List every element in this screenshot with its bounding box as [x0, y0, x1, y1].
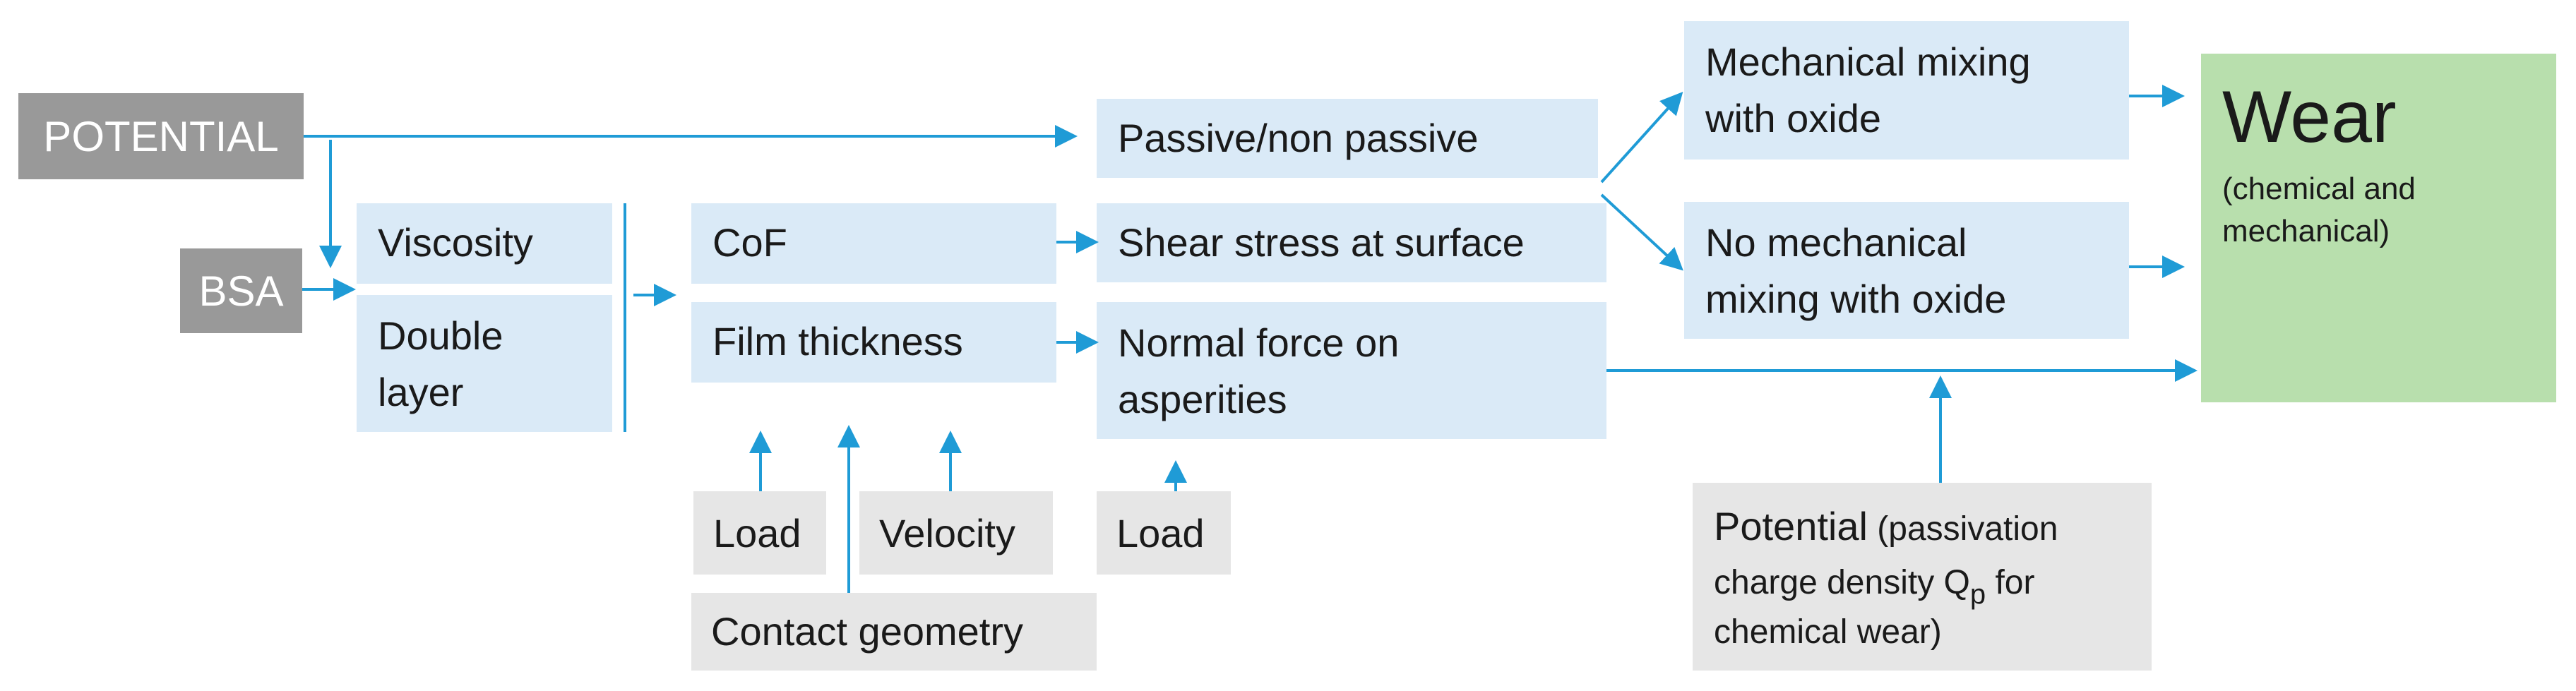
- potential-passivation-for: for: [1986, 564, 2035, 601]
- film-thickness-node: Film thickness: [691, 302, 1056, 383]
- shear-stress-node-label: Shear stress at surface: [1118, 220, 1525, 265]
- cof-node: CoF: [691, 203, 1056, 284]
- contact-geometry-node: Contact geometry: [691, 593, 1097, 671]
- arrow-shear-to-mech-mixing: [1600, 92, 1683, 184]
- bsa-node: BSA: [180, 248, 302, 333]
- wear-subtitle-line-1: (chemical and: [2222, 172, 2416, 206]
- load-node-1: Load: [693, 491, 826, 575]
- no-mechanical-mixing-line-1: No mechanical: [1705, 220, 1967, 265]
- double-layer-node: Double layer: [357, 295, 612, 432]
- no-mechanical-mixing-line-2: mixing with oxide: [1705, 277, 2007, 321]
- cof-node-label: CoF: [712, 220, 787, 265]
- viscosity-node-label: Viscosity: [378, 220, 533, 265]
- film-thickness-node-label: Film thickness: [712, 319, 963, 363]
- wear-node: Wear (chemical and mechanical): [2201, 54, 2556, 402]
- load-node-2: Load: [1097, 491, 1231, 575]
- potential-passivation-line-1: Potential (passivation: [1714, 498, 2058, 558]
- velocity-node: Velocity: [859, 491, 1053, 575]
- mechanical-mixing-line-2: with oxide: [1705, 96, 1882, 140]
- potential-passivation-qp: charge density Q: [1714, 564, 1970, 601]
- potential-passivation-line-3: chemical wear): [1714, 613, 1942, 651]
- passive-node: Passive/non passive: [1097, 99, 1598, 178]
- arrow-shear-to-no-mech-mixing: [1600, 193, 1683, 271]
- potential-passivation-node: Potential (passivation charge density Qp…: [1693, 483, 2152, 671]
- normal-force-node: Normal force on asperities: [1097, 302, 1606, 439]
- normal-force-line-2: asperities: [1118, 377, 1287, 421]
- potential-node-label: POTENTIAL: [43, 112, 279, 160]
- load-node-1-label: Load: [713, 511, 801, 555]
- no-mechanical-mixing-node: No mechanical mixing with oxide: [1684, 202, 2129, 339]
- shear-stress-node: Shear stress at surface: [1097, 203, 1606, 282]
- bsa-node-label: BSA: [198, 267, 284, 315]
- double-layer-line-2: layer: [378, 370, 464, 414]
- viscosity-node: Viscosity: [357, 203, 612, 284]
- contact-geometry-node-label: Contact geometry: [711, 609, 1023, 654]
- potential-passivation-line-2: charge density Qp for: [1714, 555, 2034, 623]
- wear-subtitle-line-2: mechanical): [2222, 214, 2390, 248]
- potential-passivation-qp-subscript: p: [1969, 579, 1986, 610]
- potential-passivation-label: Potential: [1714, 504, 1868, 548]
- double-layer-line-1: Double: [378, 313, 503, 358]
- mechanical-mixing-line-1: Mechanical mixing: [1705, 40, 2031, 84]
- wear-title: Wear: [2222, 76, 2397, 158]
- normal-force-line-1: Normal force on: [1118, 320, 1400, 365]
- potential-passivation-paren: (passivation: [1867, 510, 2058, 548]
- velocity-node-label: Velocity: [879, 511, 1015, 555]
- passive-node-label: Passive/non passive: [1118, 116, 1479, 160]
- potential-node: POTENTIAL: [18, 93, 304, 179]
- mechanical-mixing-node: Mechanical mixing with oxide: [1684, 21, 2129, 160]
- load-node-2-label: Load: [1116, 511, 1205, 555]
